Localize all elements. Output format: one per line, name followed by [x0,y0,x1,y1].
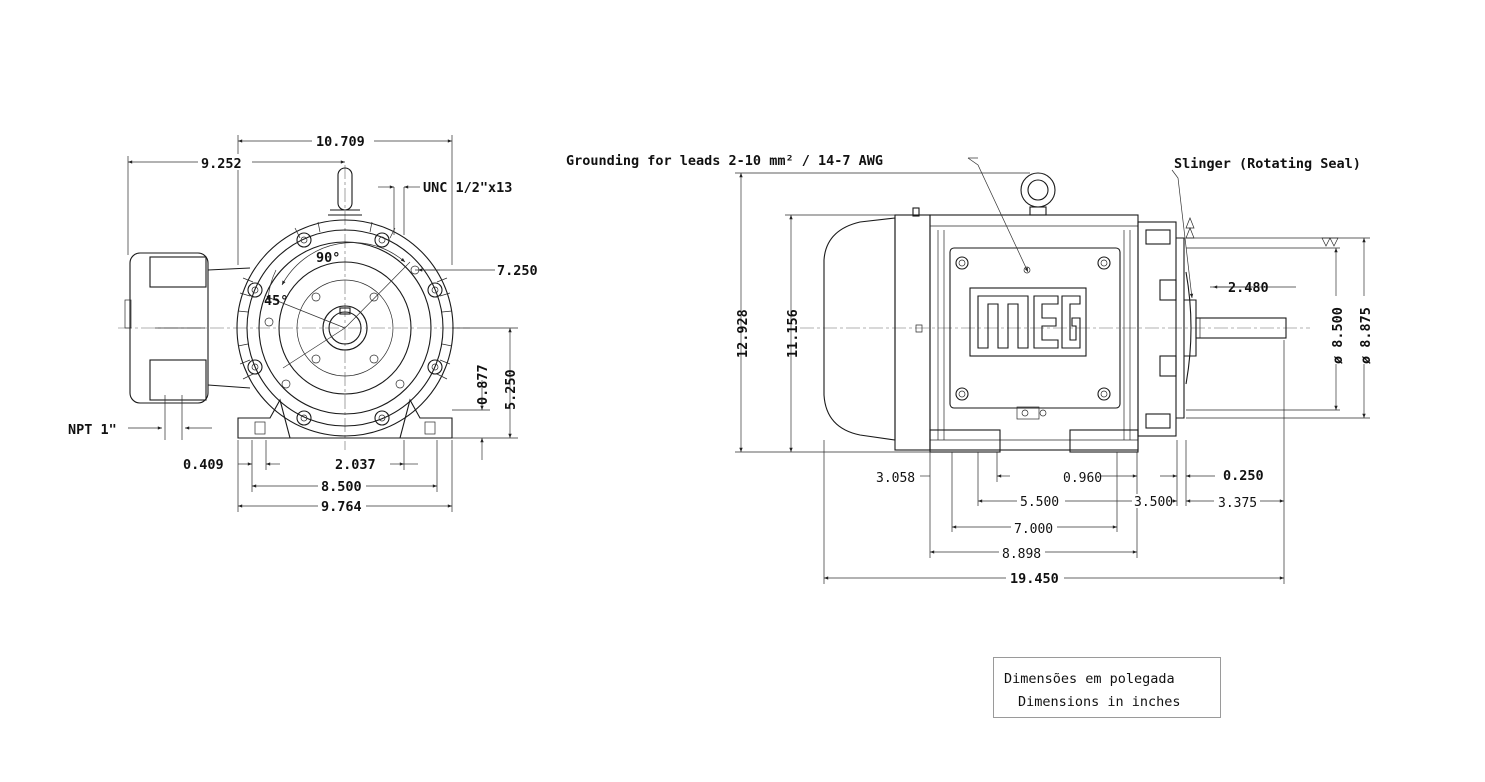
dim-angle-45: 45° [264,293,288,309]
units-note-box: Dimensões em polegada Dimensions in inch… [993,657,1221,718]
front-view: 10.709 9.252 UNC 1/2"x13 7.250 90° 45° 0… [68,132,538,515]
dim-angle-90: 90° [316,250,340,266]
front-feet [237,398,453,439]
front-lifting-eye [328,167,362,216]
dim-9-252: 9.252 [201,156,242,172]
dim-dia-8-875: ø 8.875 [1358,307,1374,364]
dim-2-480: 2.480 [1228,280,1269,296]
dim-7-000: 7.000 [1014,522,1053,537]
front-terminal-box [124,252,251,404]
front-bolts [247,232,443,426]
dim-3-500: 3.500 [1134,495,1173,510]
dim-0-877: 0.877 [475,364,491,405]
dim-0-960: 0.960 [1063,471,1102,486]
side-view: Grounding for leads 2-10 mm² / 14-7 AWG … [566,153,1374,587]
shaft-end [1137,221,1287,437]
dim-19-450: 19.450 [1010,571,1059,587]
units-note-en: Dimensions in inches [1018,694,1181,710]
dim-2-037: 2.037 [335,457,376,473]
dim-0-409: 0.409 [183,457,224,473]
dim-7-250: 7.250 [497,263,538,279]
dim-11-156: 11.156 [785,309,801,358]
label-slinger: Slinger (Rotating Seal) [1174,156,1361,172]
units-note-pt: Dimensões em polegada [1004,671,1175,687]
dim-12-928: 12.928 [735,309,751,358]
dim-8-500-front: 8.500 [321,479,362,495]
fan-cover [823,217,923,441]
dim-unc-thread: UNC 1/2"x13 [423,180,512,196]
dim-3-375: 3.375 [1218,496,1257,511]
dim-10-709: 10.709 [316,134,365,150]
dim-5-250: 5.250 [503,369,519,410]
dim-3-058: 3.058 [876,471,915,486]
label-npt: NPT 1" [68,422,117,438]
label-grounding: Grounding for leads 2-10 mm² / 14-7 AWG [566,153,883,169]
dim-0-250: 0.250 [1223,468,1264,484]
dim-9-764: 9.764 [321,499,362,515]
dim-dia-8-500: ø 8.500 [1330,307,1346,364]
weg-logo [969,287,1087,357]
dim-8-898: 8.898 [1002,547,1041,562]
dim-5-500: 5.500 [1020,495,1059,510]
motor-frame [894,172,1139,453]
